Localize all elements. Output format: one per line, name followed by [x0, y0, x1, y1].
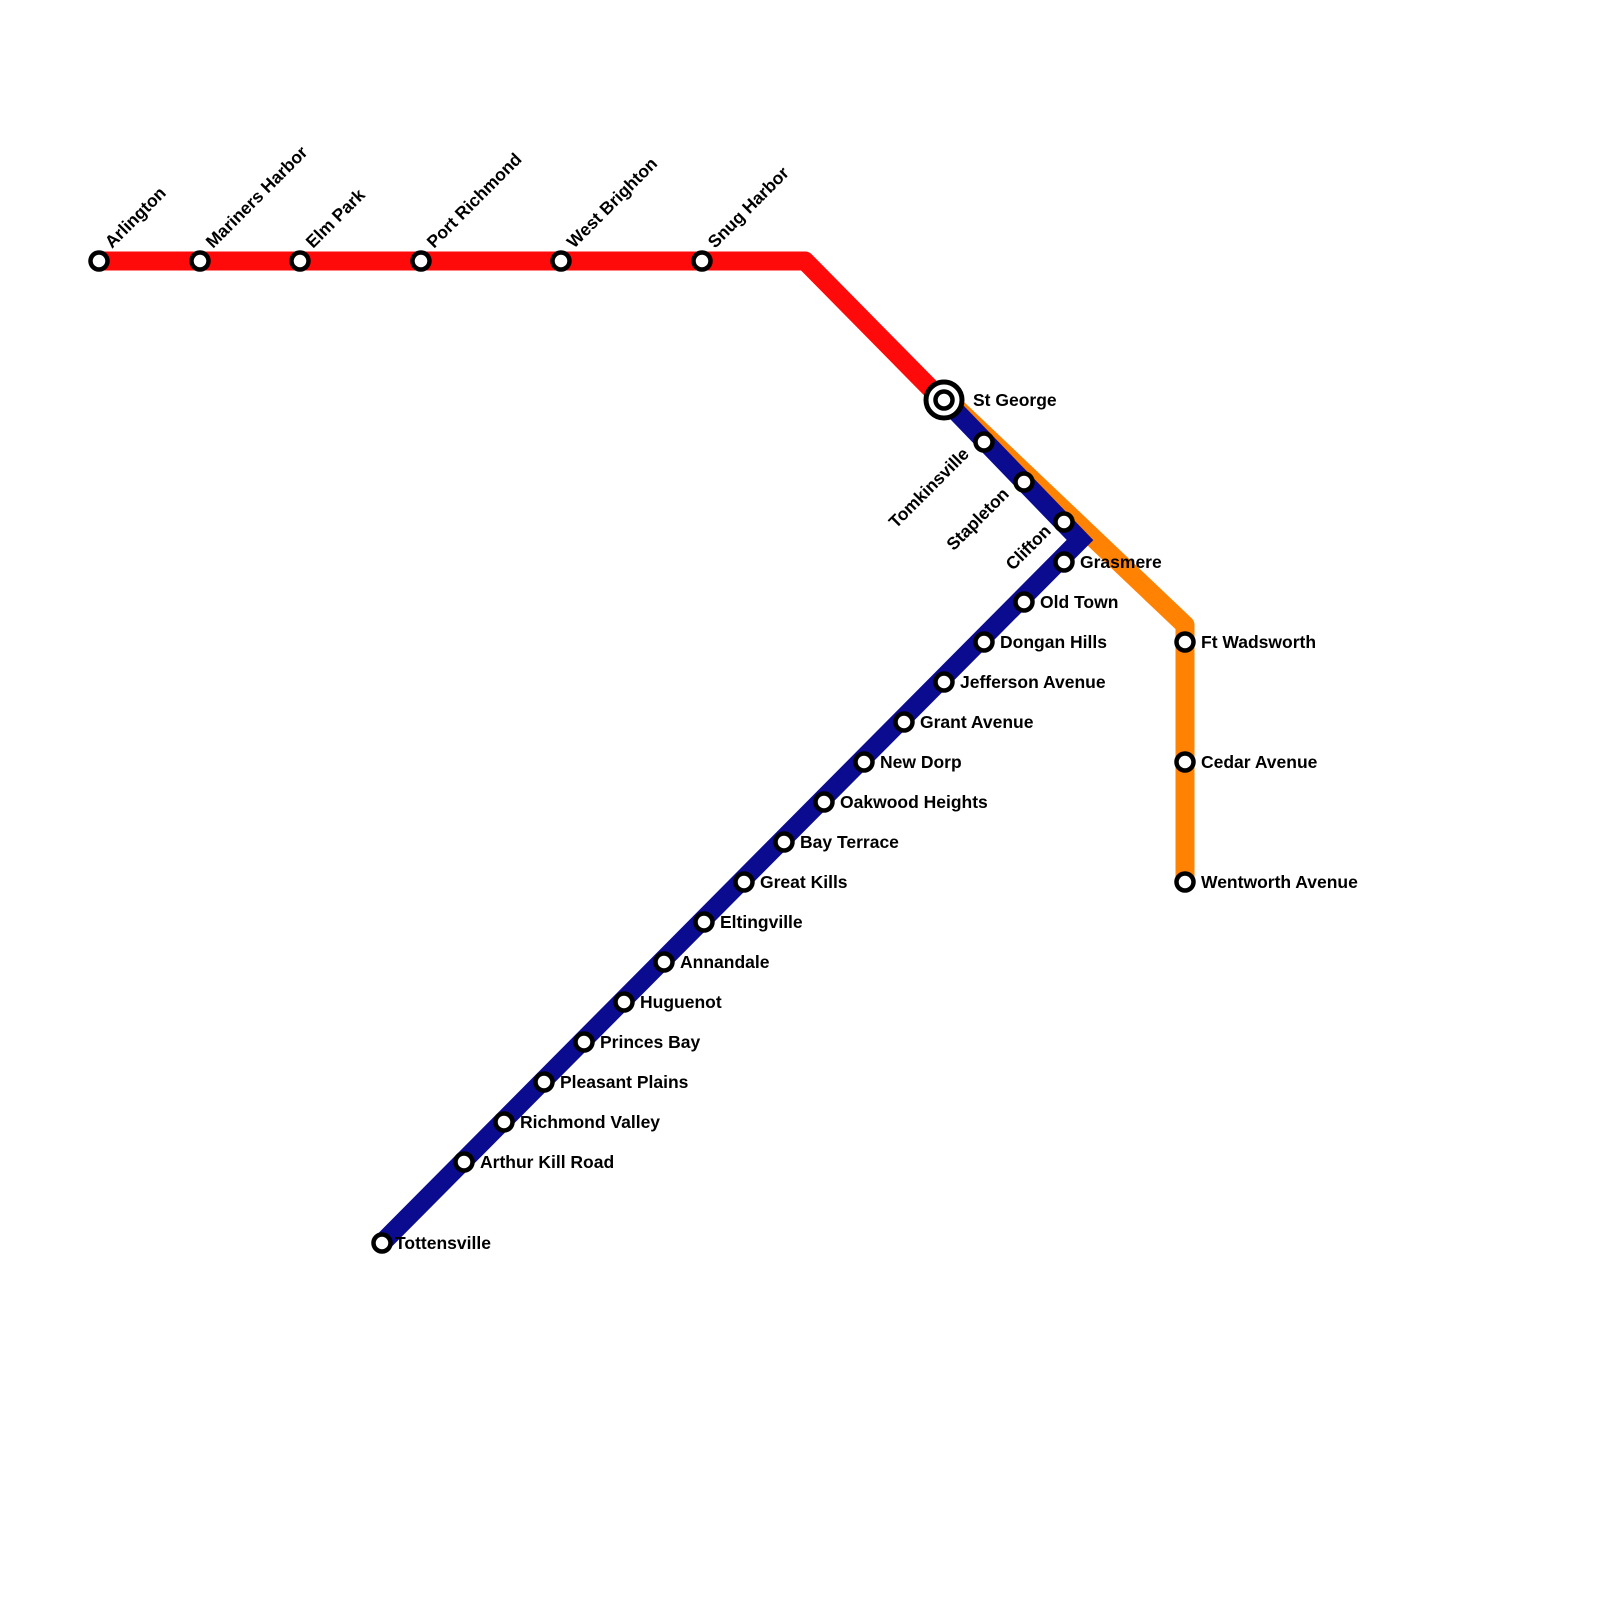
station-marker: [773, 831, 795, 853]
station-label: Oakwood Heights: [840, 792, 988, 812]
station-marker: [533, 1071, 555, 1093]
station-label: Grasmere: [1080, 552, 1162, 572]
station-dongan-hills[interactable]: Dongan Hills: [973, 631, 1108, 653]
station-marker: [1053, 551, 1075, 573]
station-marker: [973, 431, 995, 453]
station-marker: [573, 1031, 595, 1053]
station-marker: [853, 751, 875, 773]
station-jefferson-avenue[interactable]: Jefferson Avenue: [933, 671, 1106, 693]
station-port-richmond[interactable]: Port Richmond: [410, 149, 526, 272]
station-marker: [189, 250, 211, 272]
station-bay-terrace[interactable]: Bay Terrace: [773, 831, 900, 853]
station-marker: [933, 389, 955, 411]
station-marker: [1174, 871, 1196, 893]
station-label: Jefferson Avenue: [960, 672, 1106, 692]
station-old-town[interactable]: Old Town: [1013, 591, 1119, 613]
station-cedar-avenue[interactable]: Cedar Avenue: [1174, 751, 1318, 773]
station-marker: [973, 631, 995, 653]
station-annandale[interactable]: Annandale: [653, 951, 770, 973]
station-label: St George: [973, 390, 1057, 410]
station-marker: [88, 250, 110, 272]
station-marker: [613, 991, 635, 1013]
station-label: Snug Harbor: [704, 163, 793, 252]
station-label: Great Kills: [760, 872, 848, 892]
station-label: Richmond Valley: [520, 1112, 660, 1132]
station-marker: [653, 951, 675, 973]
station-new-dorp[interactable]: New Dorp: [853, 751, 962, 773]
station-marker: [1013, 591, 1035, 613]
station-marker: [691, 250, 713, 272]
station-eltingville[interactable]: Eltingville: [693, 911, 803, 933]
station-grasmere[interactable]: Grasmere: [1053, 551, 1162, 573]
station-label: Cedar Avenue: [1201, 752, 1318, 772]
red-line-route: [99, 251, 947, 405]
station-label: West Brighton: [563, 153, 661, 251]
station-marker: [371, 1232, 393, 1254]
station-label: Elm Park: [302, 185, 369, 252]
station-label: Arthur Kill Road: [480, 1152, 614, 1172]
station-label: Dongan Hills: [1000, 632, 1107, 652]
station-huguenot[interactable]: Huguenot: [613, 991, 722, 1013]
station-grant-avenue[interactable]: Grant Avenue: [893, 711, 1034, 733]
station-label: Bay Terrace: [800, 832, 899, 852]
station-tottensville[interactable]: Tottensville: [371, 1232, 492, 1254]
station-label: Tottensville: [395, 1233, 491, 1253]
station-label: Stapleton: [942, 484, 1013, 555]
station-marker: [1013, 471, 1035, 493]
station-label: Wentworth Avenue: [1201, 872, 1358, 892]
station-marker: [933, 671, 955, 693]
station-label: Pleasant Plains: [560, 1072, 689, 1092]
station-great-kills[interactable]: Great Kills: [733, 871, 848, 893]
station-marker: [893, 711, 915, 733]
station-oakwood-heights[interactable]: Oakwood Heights: [813, 791, 989, 813]
station-arthur-kill-road[interactable]: Arthur Kill Road: [453, 1151, 615, 1173]
station-richmond-valley[interactable]: Richmond Valley: [493, 1111, 661, 1133]
station-mariners-harbor[interactable]: Mariners Harbor: [189, 142, 312, 272]
station-label: Port Richmond: [423, 149, 526, 252]
station-label: Grant Avenue: [920, 712, 1034, 732]
station-marker: [453, 1151, 475, 1173]
station-label: Old Town: [1040, 592, 1118, 612]
station-marker: [693, 911, 715, 933]
station-marker: [410, 250, 432, 272]
station-label: Arlington: [101, 183, 170, 252]
station-label: Huguenot: [640, 992, 722, 1012]
station-label: Mariners Harbor: [202, 142, 312, 252]
station-marker: [1174, 631, 1196, 653]
station-label: Eltingville: [720, 912, 803, 932]
station-wentworth-avenue[interactable]: Wentworth Avenue: [1174, 871, 1359, 893]
station-marker: [493, 1111, 515, 1133]
station-label: Tomkinsville: [885, 444, 973, 532]
station-pleasant-plains[interactable]: Pleasant Plains: [533, 1071, 689, 1093]
station-marker: [733, 871, 755, 893]
station-label: Annandale: [680, 952, 770, 972]
station-label: New Dorp: [880, 752, 962, 772]
station-label: Ft Wadsworth: [1201, 632, 1316, 652]
station-st-george[interactable]: St George: [923, 379, 1057, 421]
station-marker: [1053, 511, 1075, 533]
station-ft-wadsworth[interactable]: Ft Wadsworth: [1174, 631, 1317, 653]
station-label: Princes Bay: [600, 1032, 700, 1052]
station-marker: [1174, 751, 1196, 773]
station-marker: [550, 250, 572, 272]
station-marker: [813, 791, 835, 813]
station-marker: [289, 250, 311, 272]
station-princes-bay[interactable]: Princes Bay: [573, 1031, 701, 1053]
